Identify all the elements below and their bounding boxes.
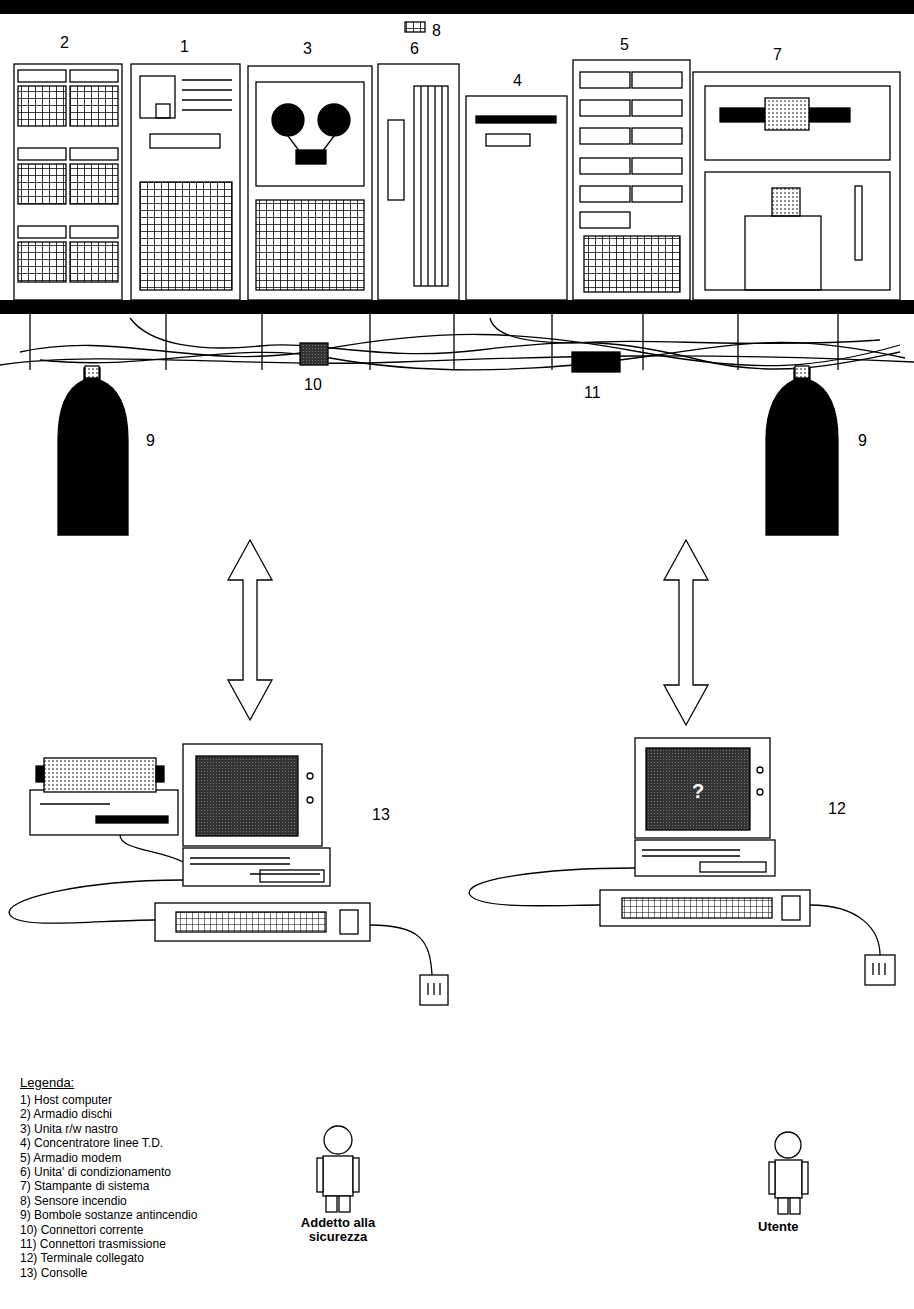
- bottle-valve: [795, 366, 809, 378]
- legend-text: 4) Concentratore linee T.D.: [20, 1137, 163, 1150]
- raised-floor: [0, 300, 914, 314]
- legend-text: 5) Armadio modem: [20, 1152, 121, 1165]
- modem-cabinet: [573, 60, 690, 300]
- legend-entry: 13) Consolle: [20, 1267, 87, 1280]
- power-connector: [300, 343, 328, 365]
- callout-number: 12: [828, 800, 846, 818]
- legend-heading: Legenda:: [20, 1076, 74, 1090]
- legend-text: 10) Connettori corrente: [20, 1224, 143, 1237]
- legend-text: 2) Armadio dischi: [20, 1108, 112, 1121]
- callout-number: 9: [146, 432, 155, 450]
- legend-entry: 11) Connettori trasmissione: [20, 1238, 166, 1251]
- callout-number: 9: [858, 432, 867, 450]
- legend-entry: 2) Armadio dischi: [20, 1108, 112, 1121]
- legend-text: 8) Sensore incendio: [20, 1195, 127, 1208]
- callout-number: 4: [513, 72, 522, 90]
- callout-number: 11: [584, 384, 601, 402]
- legend-entry: 8) Sensore incendio: [20, 1195, 127, 1208]
- floor-legs: [30, 314, 838, 370]
- person-caption: Addetto alla sicurezza: [278, 1216, 398, 1245]
- legend-text: 1) Host computer: [20, 1094, 112, 1107]
- callout-number: 6: [410, 40, 419, 58]
- double-arrow: [664, 540, 708, 725]
- legend-text: 12) Terminale collegato: [20, 1252, 144, 1265]
- callout-number: 13: [372, 806, 390, 824]
- double-arrow: [228, 540, 272, 720]
- screen-symbol: ?: [692, 780, 704, 802]
- callout-number: 10: [304, 376, 322, 394]
- person-caption: Utente: [758, 1220, 798, 1234]
- callout-number: 3: [303, 40, 312, 58]
- callout-number: 7: [773, 46, 782, 64]
- legend-text: 3) Unita r/w nastro: [20, 1123, 118, 1136]
- legend-text: 7) Stampante di sistema: [20, 1180, 149, 1193]
- cable: [0, 356, 914, 365]
- legend-entry: 5) Armadio modem: [20, 1152, 121, 1165]
- callout-number: 1: [180, 38, 189, 56]
- extinguisher-bottle: [766, 368, 838, 535]
- legend-entry: 7) Stampante di sistema: [20, 1180, 149, 1193]
- legend-text: 6) Unita' di condizionamento: [20, 1166, 171, 1179]
- disk-cabinet: [14, 64, 122, 300]
- line-concentrator: [466, 96, 567, 300]
- air-conditioning-unit: [378, 64, 459, 300]
- fire-sensor: [405, 22, 425, 32]
- cable: [490, 318, 880, 343]
- tape-unit: [248, 66, 372, 300]
- legend-entry: 6) Unita' di condizionamento: [20, 1166, 171, 1179]
- console: [9, 744, 448, 1005]
- legend-entry: 1) Host computer: [20, 1094, 112, 1107]
- security-officer-figure: [317, 1126, 359, 1212]
- legend-text: 9) Bombole sostanze antincendio: [20, 1209, 197, 1222]
- legend-entry: 9) Bombole sostanze antincendio: [20, 1209, 197, 1222]
- ceiling: [0, 0, 914, 14]
- connected-terminal: [469, 738, 895, 985]
- legend-text: 11) Connettori trasmissione: [20, 1238, 166, 1251]
- callout-number: 5: [620, 36, 629, 54]
- cable: [40, 342, 905, 369]
- user-figure: [769, 1132, 808, 1214]
- legend-entry: 10) Connettori corrente: [20, 1224, 143, 1237]
- legend-entry: 12) Terminale collegato: [20, 1252, 144, 1265]
- bottle-valve: [85, 366, 99, 378]
- legend-entry: 3) Unita r/w nastro: [20, 1123, 118, 1136]
- cable: [20, 334, 900, 365]
- system-printer: [693, 72, 900, 300]
- legend-text: 13) Consolle: [20, 1267, 87, 1280]
- transmission-connector: [572, 352, 620, 372]
- legend-entry: 4) Concentratore linee T.D.: [20, 1137, 163, 1150]
- extinguisher-bottle: [58, 368, 128, 535]
- callout-number: 8: [432, 22, 441, 40]
- callout-number: 2: [60, 34, 69, 52]
- host-computer: [131, 64, 240, 300]
